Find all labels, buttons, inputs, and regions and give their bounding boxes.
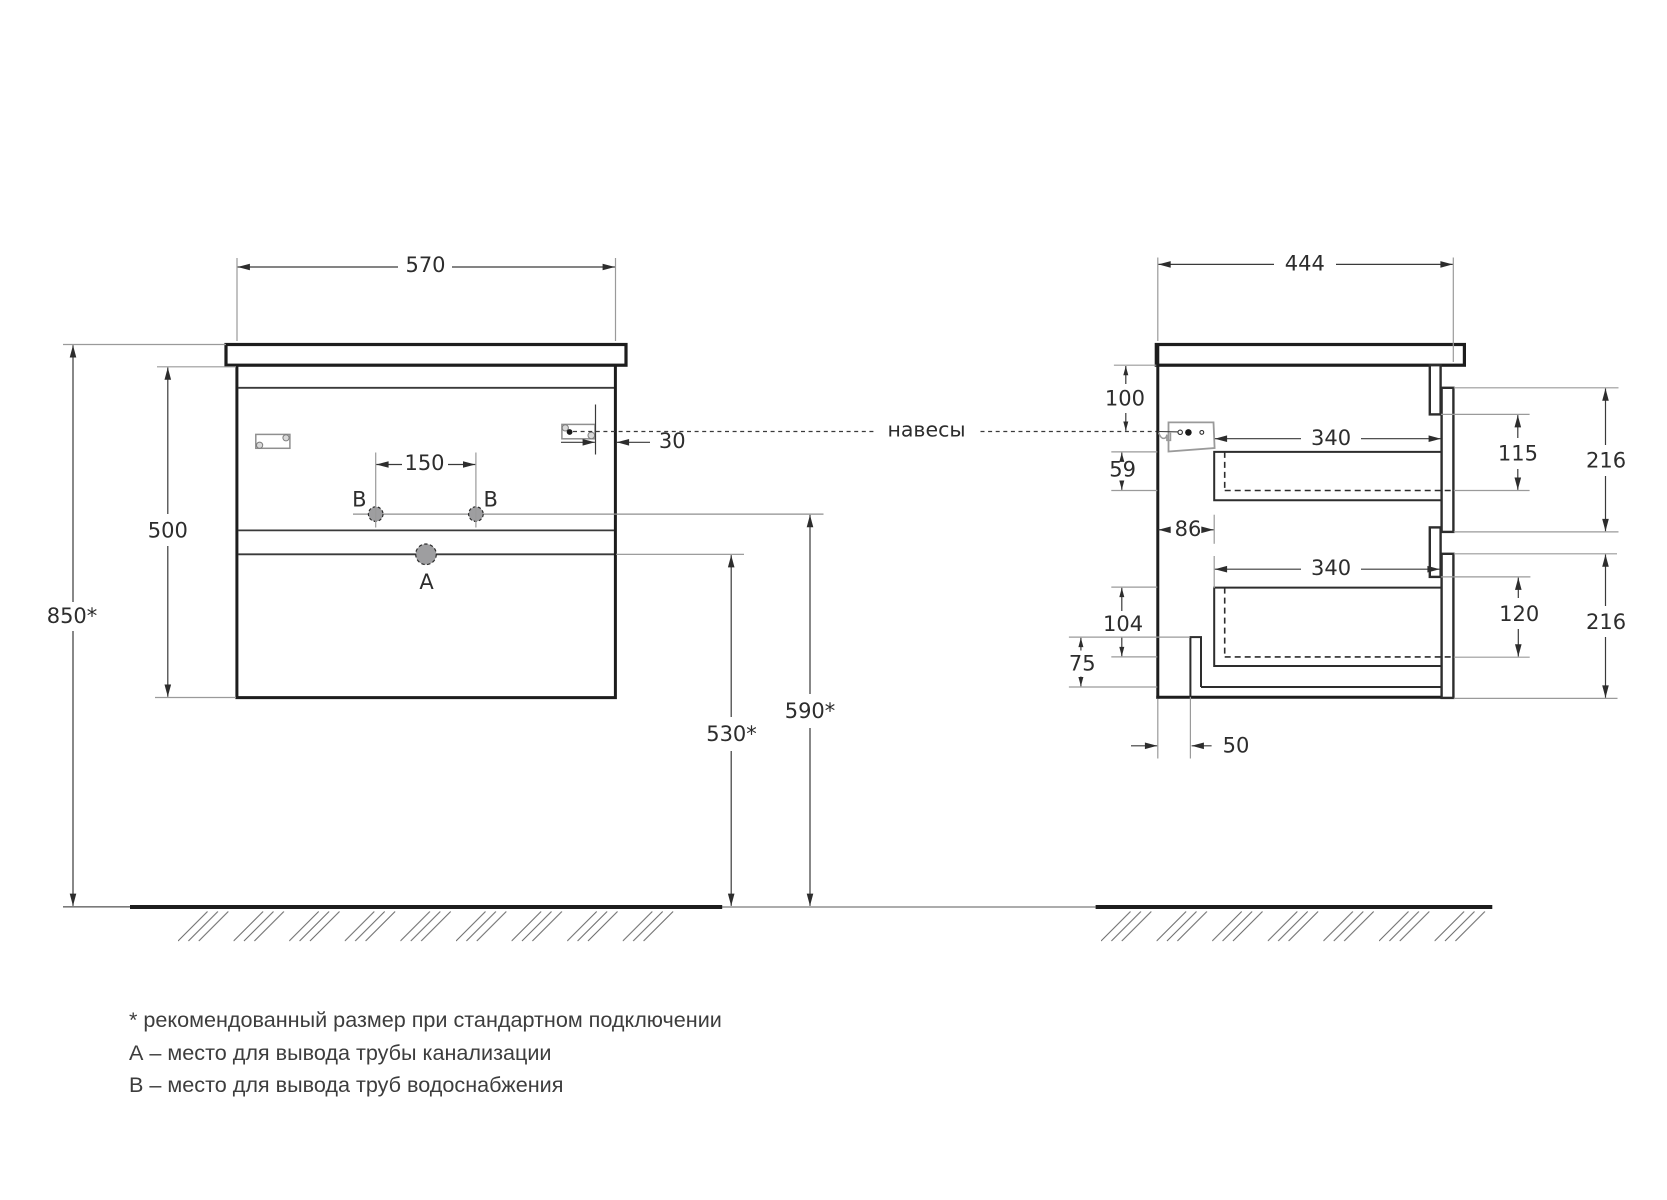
dim-water-height-value: 590* xyxy=(785,699,836,723)
side-countertop xyxy=(1154,342,1467,367)
side-view: 444 100 59 86 340 xyxy=(1069,252,1626,759)
dim-drain-height-value: 530* xyxy=(706,722,757,746)
dim-cabinet-height-value: 500 xyxy=(148,518,188,542)
dim-upper-front-inner: 115 xyxy=(1441,413,1538,492)
dim-front-width: 570 xyxy=(236,253,617,341)
dim-wall-clearance: 86 xyxy=(1158,514,1215,544)
side-mid-rail xyxy=(1428,526,1442,579)
dim-hanger-from-top: 100 xyxy=(1105,364,1157,431)
dim-lower-drawer-height: 104 xyxy=(1103,586,1158,658)
panel-rect xyxy=(255,433,291,450)
extension-line xyxy=(1167,421,1216,453)
dim-plinth-height-value: 75 xyxy=(1069,652,1096,676)
dim-drawer-side-height: 59 xyxy=(1109,451,1158,492)
dim-lower-drawer-depth: 340 xyxy=(1213,556,1440,588)
dim-back-recess-value: 50 xyxy=(1223,733,1250,757)
footnote-drain: А – место для вывода трубы канализации xyxy=(129,1039,552,1065)
dim-wall-clearance-value: 86 xyxy=(1175,517,1202,541)
dim-back-recess: 50 xyxy=(1131,697,1249,759)
dim-lower-front-height: 216 xyxy=(1453,553,1626,700)
front-hanger-left xyxy=(255,433,291,450)
dim-plinth-height: 75 xyxy=(1069,636,1190,688)
drain-label: A xyxy=(419,570,434,594)
side-upper-drawer-front xyxy=(1440,386,1455,534)
screw-icon xyxy=(561,424,569,432)
footnote-recommended: * рекомендованный размер при стандартном… xyxy=(129,1007,722,1033)
drain-hole xyxy=(415,543,437,566)
dim-hanger-offset: 30 xyxy=(561,404,686,455)
side-upper-drawer-box xyxy=(1213,450,1454,502)
dim-cabinet-height: 500 xyxy=(148,366,236,699)
dim-lower-drawer-depth-value: 340 xyxy=(1311,556,1351,580)
screw-dot-icon xyxy=(1185,429,1192,436)
water-label-right: B xyxy=(483,488,497,512)
footnote-water: В – место для вывода труб водоснабжения xyxy=(129,1071,564,1097)
floor xyxy=(63,905,1493,942)
floor-hatch-right xyxy=(1101,910,1487,942)
dim-install-height: 850* xyxy=(47,343,226,908)
side-top-rail xyxy=(1428,364,1442,416)
dim-lower-front-height-value: 216 xyxy=(1586,610,1626,634)
side-hanger-hook xyxy=(1157,432,1172,442)
hanger-pivot-dot xyxy=(566,429,573,435)
dim-drain-height: 530* xyxy=(706,555,757,906)
dim-drawer-side-height-value: 59 xyxy=(1109,458,1136,482)
dim-upper-front-height-value: 216 xyxy=(1586,448,1626,472)
dim-side-depth: 444 xyxy=(1157,252,1454,362)
dim-upper-front-inner-value: 115 xyxy=(1498,441,1538,465)
dim-holes-spacing-value: 150 xyxy=(404,451,444,475)
side-plinth-notch xyxy=(1189,636,1442,697)
screw-icon xyxy=(1177,429,1183,436)
drain-outlet-hole: A xyxy=(415,543,744,594)
front-countertop xyxy=(224,342,628,367)
water-outlet-holes: B B xyxy=(352,488,824,522)
dim-side-depth-value: 444 xyxy=(1285,252,1325,276)
structure-path xyxy=(1213,586,1442,667)
side-lower-drawer-front xyxy=(1440,552,1455,700)
structure-path xyxy=(1213,450,1442,502)
screw-icon xyxy=(256,441,264,449)
dim-upper-front-height: 216 xyxy=(1453,387,1626,533)
water-label-left: B xyxy=(352,488,366,512)
front-view: B B A 570 850* xyxy=(47,253,836,908)
screw-icon xyxy=(1199,429,1205,435)
front-cabinet-body xyxy=(235,365,617,700)
dim-hanger-from-top-value: 100 xyxy=(1105,387,1145,411)
floor-hatch-left xyxy=(178,910,678,942)
dim-upper-drawer-depth-value: 340 xyxy=(1311,426,1351,450)
dim-install-height-value: 850* xyxy=(47,604,98,628)
dim-holes-spacing: 150 xyxy=(375,451,477,528)
side-lower-drawer-box xyxy=(1213,586,1454,667)
dim-lower-drawer-height-value: 104 xyxy=(1103,612,1143,636)
hangers-callout: навесы xyxy=(573,418,1158,442)
screw-icon xyxy=(587,431,596,440)
screw-icon xyxy=(282,434,290,442)
dim-lower-front-inner-value: 120 xyxy=(1499,602,1539,626)
side-hanger-bracket xyxy=(1157,421,1216,453)
hangers-callout-label: навесы xyxy=(887,418,965,442)
dim-front-width-value: 570 xyxy=(405,253,445,277)
dim-lower-front-inner: 120 xyxy=(1440,576,1539,658)
dim-upper-drawer-depth: 340 xyxy=(1214,426,1441,450)
dim-water-height: 590* xyxy=(785,514,836,906)
dim-hanger-offset-value: 30 xyxy=(659,429,686,453)
